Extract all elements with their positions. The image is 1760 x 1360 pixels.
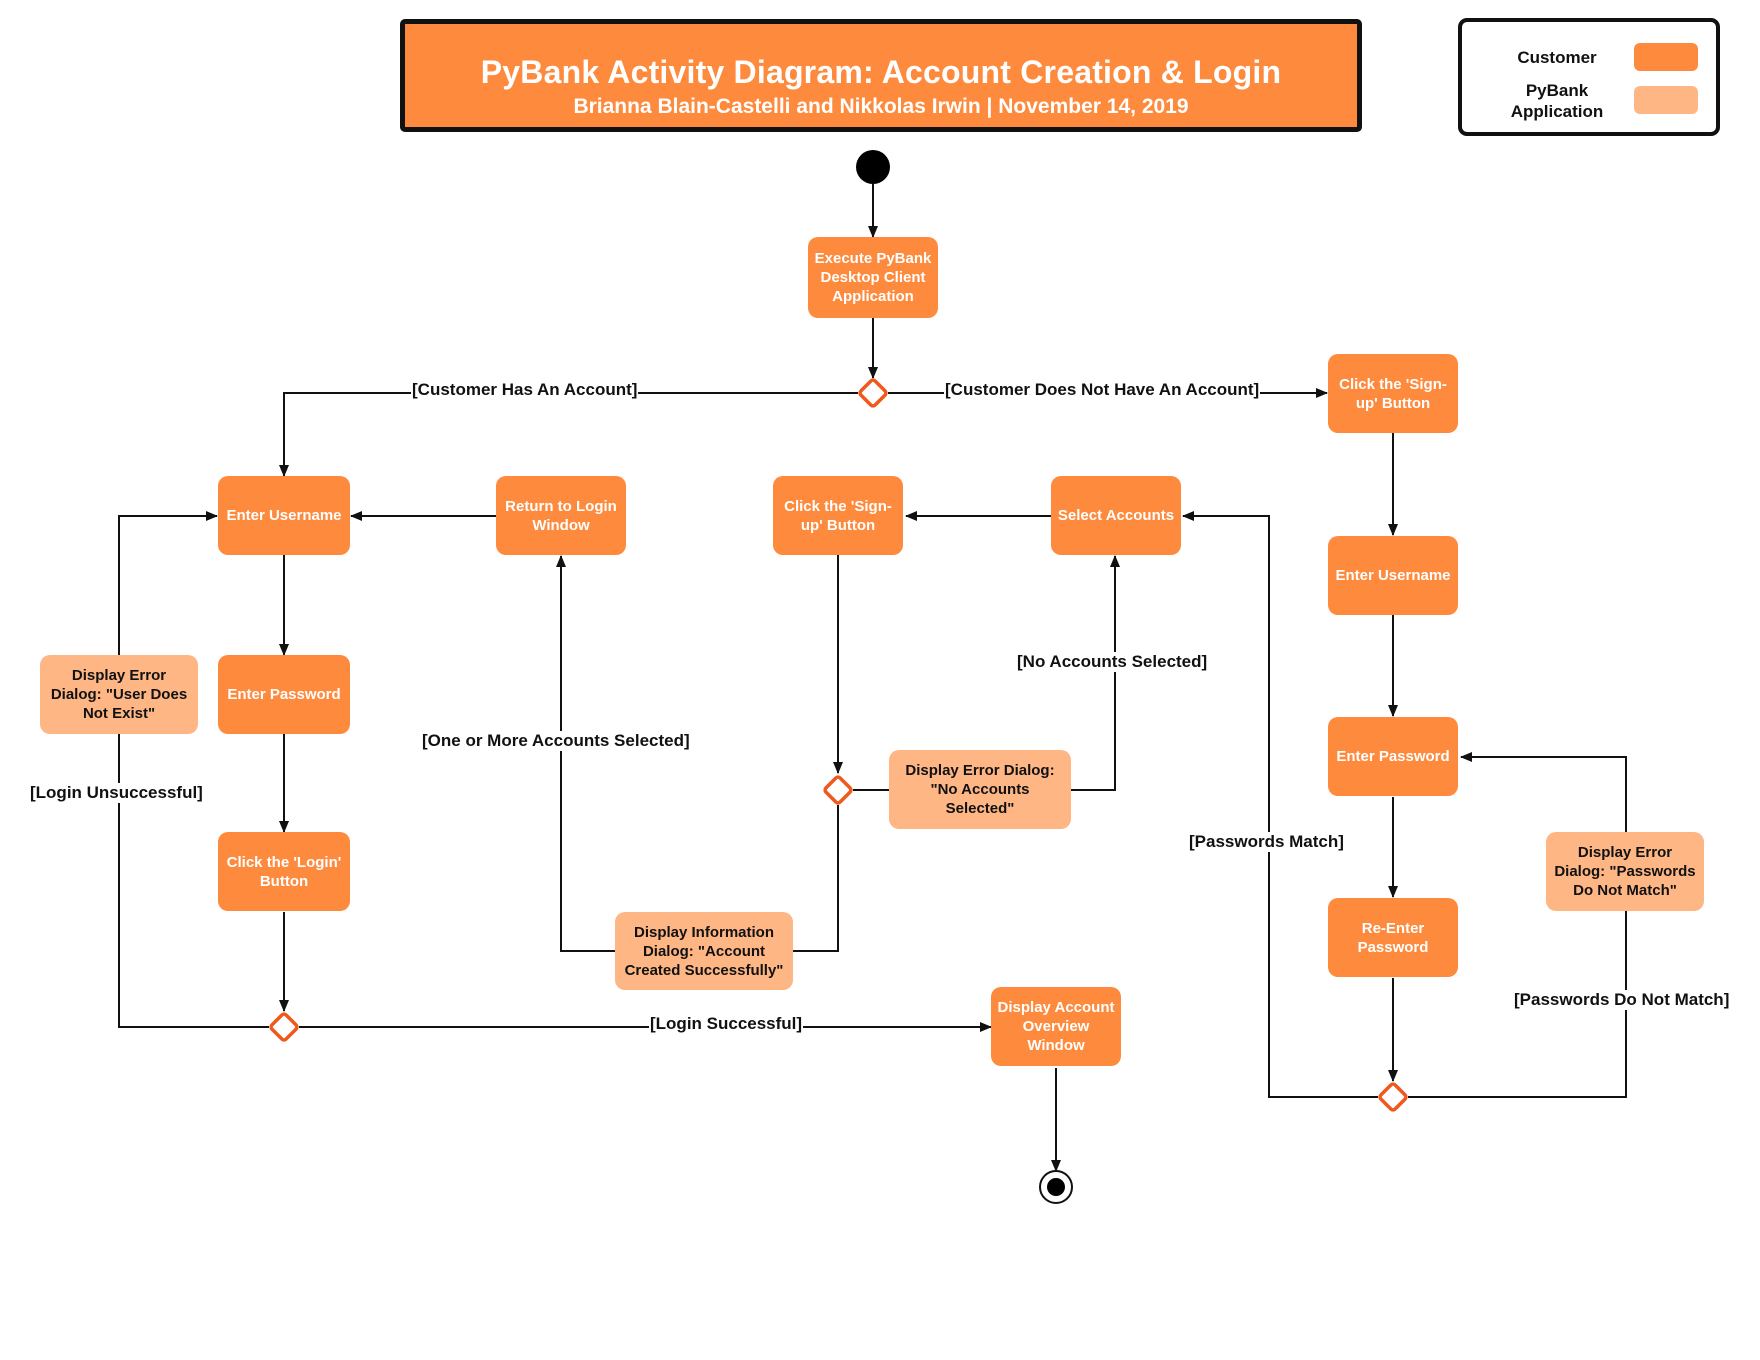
diagram-title: PyBank Activity Diagram: Account Creatio… — [480, 54, 1282, 90]
guard-no-accounts-selected: [No Accounts Selected] — [1016, 652, 1209, 672]
node-enter-username-right: Enter Username — [1328, 536, 1458, 615]
legend: Customer PyBank Application — [1458, 18, 1720, 136]
decision-passwords-match — [1378, 1082, 1408, 1112]
node-error-user: Display Error Dialog: "User Does Not Exi… — [40, 655, 198, 734]
node-account-overview: Display Account Overview Window — [991, 987, 1121, 1066]
start-node — [856, 150, 890, 184]
node-return-login: Return to Login Window — [496, 476, 626, 555]
guard-has-account: [Customer Has An Account] — [411, 380, 639, 400]
decision-accounts-selected — [823, 775, 853, 805]
guard-accounts-selected: [One or More Accounts Selected] — [421, 731, 691, 751]
node-signup-mid: Click the 'Sign-up' Button — [773, 476, 903, 555]
diagram-title-box: PyBank Activity Diagram: Account Creatio… — [400, 19, 1362, 132]
guard-no-account: [Customer Does Not Have An Account] — [944, 380, 1261, 400]
node-enter-password-right: Enter Password — [1328, 717, 1458, 796]
legend-customer-swatch — [1634, 43, 1698, 71]
guard-login-successful: [Login Successful] — [649, 1014, 804, 1034]
node-click-login: Click the 'Login' Button — [218, 832, 350, 911]
legend-application-label: PyBank Application — [1510, 81, 1604, 121]
edge-accounts-selected — [556, 555, 839, 952]
guard-passwords-mismatch: [Passwords Do Not Match] — [1513, 990, 1731, 1010]
decision-has-account — [858, 378, 888, 408]
node-execute: Execute PyBank Desktop Client Applicatio… — [808, 237, 938, 318]
node-select-accounts: Select Accounts — [1051, 476, 1181, 555]
end-node — [1047, 1178, 1065, 1196]
node-enter-username-left: Enter Username — [218, 476, 350, 555]
guard-login-unsuccessful: [Login Unsuccessful] — [29, 783, 204, 803]
node-error-no-accounts: Display Error Dialog: "No Accounts Selec… — [889, 750, 1071, 829]
edge-login-unsuccessful — [118, 511, 269, 1028]
node-signup-top: Click the 'Sign-up' Button — [1328, 354, 1458, 433]
decision-login-result — [269, 1012, 299, 1042]
legend-customer-label: Customer — [1517, 48, 1597, 67]
node-error-passwords: Display Error Dialog: "Passwords Do Not … — [1546, 832, 1704, 911]
diagram-subtitle: Brianna Blain-Castelli and Nikkolas Irwi… — [573, 95, 1189, 118]
edge-has-account — [279, 392, 858, 477]
node-enter-password-left: Enter Password — [218, 655, 350, 734]
edge-passwords-mismatch — [1408, 752, 1627, 1098]
node-reenter-password: Re-Enter Password — [1328, 898, 1458, 977]
guard-passwords-match: [Passwords Match] — [1188, 832, 1345, 852]
edge-passwords-match — [1182, 511, 1378, 1098]
legend-application-swatch — [1634, 86, 1698, 114]
node-info-created: Display Information Dialog: "Account Cre… — [615, 912, 793, 990]
